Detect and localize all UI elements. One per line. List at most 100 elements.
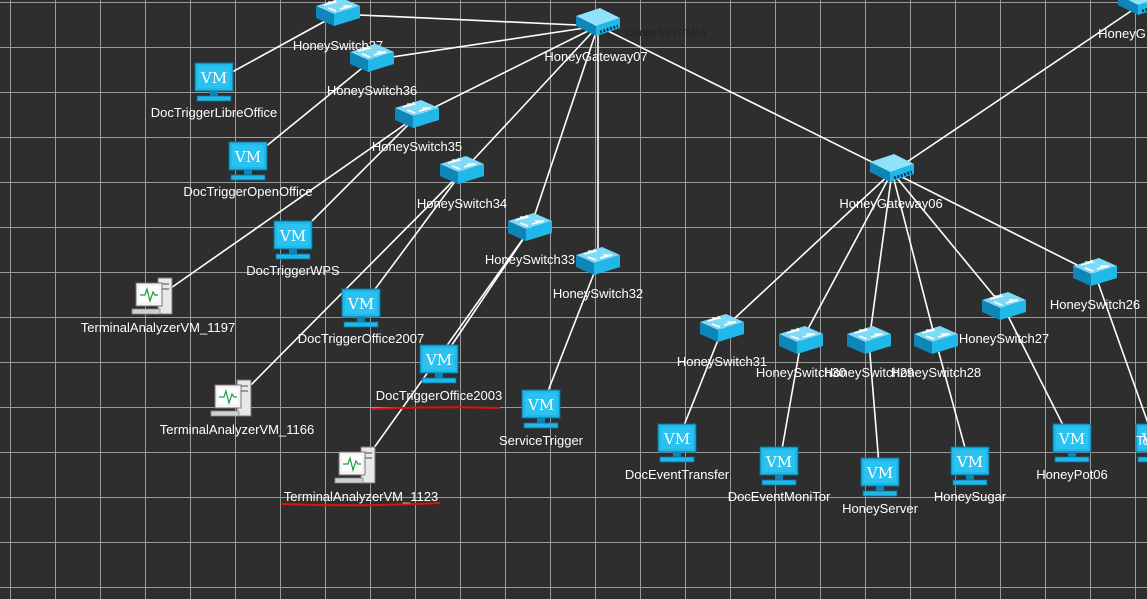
node-gwX[interactable]: HoneyG [1098,0,1147,41]
vm-badge-text: VM [1058,430,1085,448]
node-vmOpen[interactable]: VM DocTriggerOpenOffice [183,141,313,199]
switch-icon[interactable] [778,325,824,355]
node-label-ta1197: TerminalAnalyzerVM_1197 [81,320,235,335]
terminal-computer-icon[interactable] [334,446,376,484]
switch-icon[interactable] [981,291,1027,321]
links-layer [157,4,1147,478]
node-label-vmOpen: DocTriggerOpenOffice [183,184,312,199]
vm-badge-text: VM [956,453,983,471]
vm-badge-text: VM [234,148,261,166]
node-label-sw33: HoneySwitch33 [485,252,575,267]
node-label-ta1166: TerminalAnalyzerVM_1166 [160,422,314,437]
node-sw36[interactable]: HoneySwitch36 [327,43,417,98]
node-ta1123[interactable]: TerminalAnalyzerVM_1123 [284,446,438,504]
node-label-sw29: HoneySwitch29 [824,365,914,380]
node-label-gwX: HoneyG [1098,26,1146,41]
link-gw06-sw26 [891,171,1096,275]
node-gw07[interactable]: HoneyGateway07 [544,6,648,64]
link-gw07-gw06 [597,25,893,173]
node-sw33[interactable]: HoneySwitch33 [485,212,575,267]
node-label-vmEdge: To [1136,433,1147,448]
node-label-sw35: HoneySwitch35 [372,139,462,154]
vm-badge-text: VM [347,295,374,313]
link-gw06-gwX [891,4,1141,173]
switch-icon[interactable] [699,313,745,343]
terminal-computer-icon[interactable] [210,379,252,417]
node-vmService[interactable]: VM ServiceTrigger [499,389,584,448]
link-gw06-sw31 [721,171,893,331]
node-vmPot[interactable]: VM HoneyPot06 [1036,423,1108,482]
terminal-computer-icon[interactable] [131,277,173,315]
node-sw28[interactable]: HoneySwitch28 [891,325,981,380]
gateway-router-icon[interactable] [868,152,916,184]
node-vmServer[interactable]: VM HoneyServer [842,457,919,516]
node-label-vmWPS: DocTriggerWPS [246,263,340,278]
vm-badge-text: VM [663,430,690,448]
switch-icon[interactable] [507,212,553,242]
node-sw30[interactable]: HoneySwitch30 [756,325,846,380]
node-sw26[interactable]: HoneySwitch26 [1050,257,1140,312]
node-label-vmService: ServiceTrigger [499,433,584,448]
link-sw35-ta1197 [157,115,418,298]
link-gw07-sw37 [337,13,599,27]
node-ta1166[interactable]: TerminalAnalyzerVM_1166 [160,379,314,437]
switch-icon[interactable] [394,99,440,129]
node-label-gw06: HoneyGateway06 [839,196,942,211]
highlight-underline-terminal1123 [281,502,441,507]
node-sw31[interactable]: HoneySwitch31 [677,313,767,369]
node-sw29[interactable]: HoneySwitch29 [824,325,914,380]
gateway-router-icon[interactable] [574,6,622,38]
node-vmTransfer[interactable]: VM DocEventTransfer [625,423,730,482]
node-sw35[interactable]: HoneySwitch35 [372,99,462,154]
node-label-sw27: HoneySwitch27 [959,331,1049,346]
node-label-vm2003: DocTriggerOffice2003 [376,388,502,403]
vm-badge-text: VM [527,396,554,414]
node-label-vmLibre: DocTriggerLibreOffice [151,105,277,120]
node-label-vmTransfer: DocEventTransfer [625,467,730,482]
vm-badge-text: VM [425,351,452,369]
vm-badge-text: VM [866,464,893,482]
switch-icon[interactable] [913,325,959,355]
node-sw34[interactable]: HoneySwitch34 [417,155,507,211]
node-label-sw26: HoneySwitch26 [1050,297,1140,312]
link-gw07-sw35 [416,25,599,117]
node-vmEdge[interactable]: VMTo [1135,423,1147,463]
node-label-vmServer: HoneyServer [842,501,919,516]
vm-badge-text: VM [1141,430,1147,448]
node-sw37[interactable]: HoneySwitch37 [293,0,383,53]
link-sw32-vmService [540,262,599,410]
link-gw07-sw36 [371,25,599,61]
switch-icon[interactable] [439,155,485,185]
node-label-ta1123: TerminalAnalyzerVM_1123 [284,489,438,504]
link-sw26-vmEdge [1094,273,1147,423]
node-sw27[interactable]: HoneySwitch27 [959,291,1049,346]
node-vm2003[interactable]: VM DocTriggerOffice2003 [376,344,502,403]
node-gw06[interactable]: HoneyGateway06 [839,152,943,211]
link-sw35-vmWPS [292,115,418,241]
node-label-vmMoni: DocEventMoniTor [728,489,831,504]
node-label-vmPot: HoneyPot06 [1036,467,1108,482]
switch-icon[interactable] [1072,257,1118,287]
node-ta1197[interactable]: TerminalAnalyzerVM_1197 [81,277,235,335]
node-label-sw36: HoneySwitch36 [327,83,417,98]
node-label-sw28: HoneySwitch28 [891,365,981,380]
link-gw06-sw30 [800,171,893,343]
gateway-router-icon[interactable] [1116,0,1147,17]
link-gw06-sw28 [891,171,937,343]
switch-icon[interactable] [846,325,892,355]
node-label-sw32: HoneySwitch32 [553,286,643,301]
link-sw27-vmPot [1003,307,1073,444]
annotations-layer: Ounee for HTML5 [281,28,706,507]
link-sw28-vmSugar [935,341,971,467]
node-sw32[interactable]: HoneySwitch32 [553,246,643,301]
switch-icon[interactable] [575,246,621,276]
link-gw07-sw33 [529,25,599,230]
link-sw30-vmMoni [778,341,802,467]
